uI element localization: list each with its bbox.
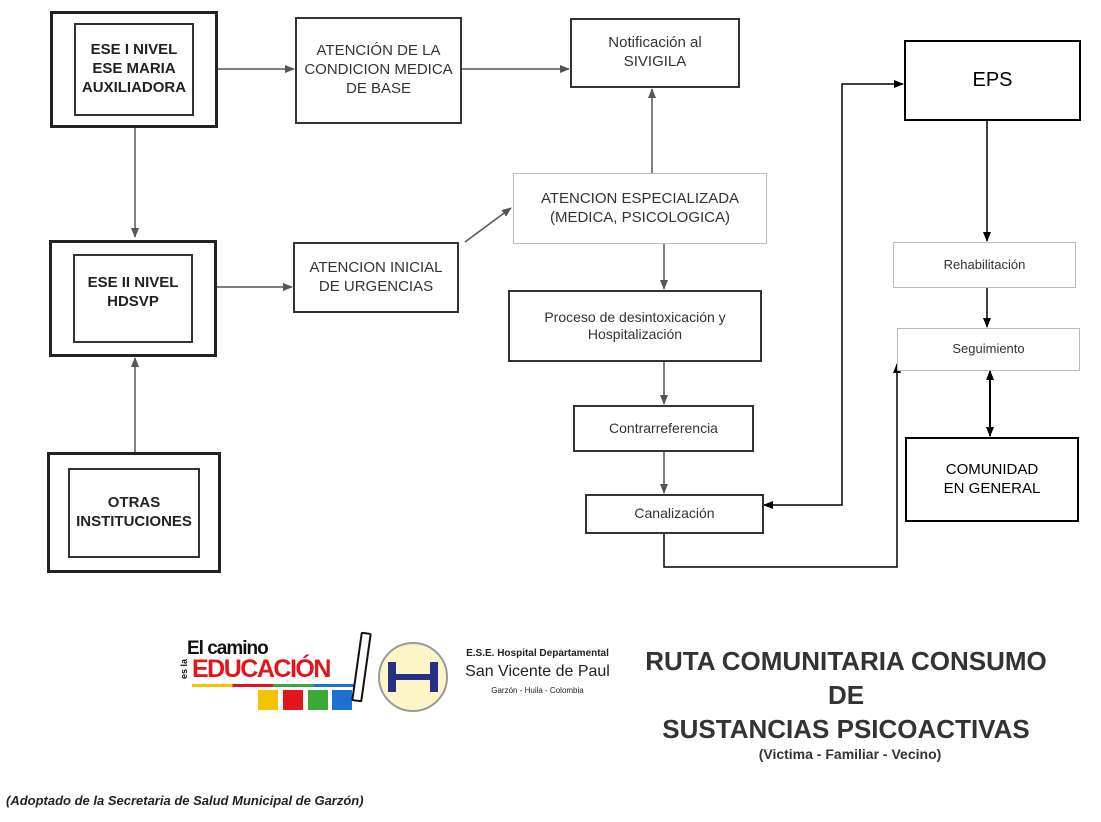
node-otras-instituciones: OTRAS INSTITUCIONES bbox=[68, 467, 200, 558]
house-icon bbox=[332, 690, 352, 710]
node-ese1: ESE I NIVEL ESE MARIA AUXILIADORA bbox=[74, 23, 194, 116]
hospital-line3: Garzón - Huila - Colombia bbox=[491, 686, 584, 695]
node-atencion-inicial: ATENCION INICIAL DE URGENCIAS bbox=[293, 242, 459, 313]
node-ese2-outer: ESE II NIVEL HDSVP bbox=[49, 240, 217, 357]
arrow-canalizacion-seguimiento bbox=[663, 363, 901, 568]
source-note: (Adoptado de la Secretaria de Salud Muni… bbox=[6, 793, 364, 808]
node-contrarreferencia: Contrarreferencia bbox=[573, 405, 754, 452]
family-icon bbox=[258, 690, 278, 710]
node-atencion-especializada: ATENCION ESPECIALIZADA (MEDICA, PSICOLOG… bbox=[513, 173, 767, 244]
arrow-inicial-especializada bbox=[464, 207, 512, 243]
node-ese1-outer: ESE I NIVEL ESE MARIA AUXILIADORA bbox=[50, 11, 218, 128]
diagram-title: RUTA COMUNITARIA CONSUMO DE SUSTANCIAS P… bbox=[645, 646, 1047, 744]
node-canalizacion: Canalización bbox=[585, 494, 764, 534]
node-rehabilitacion: Rehabilitación bbox=[893, 242, 1076, 288]
diagram-subtitle: (Victima - Familiar - Vecino) bbox=[758, 746, 942, 762]
hospital-h-icon bbox=[388, 662, 438, 692]
logo-color-stripe bbox=[192, 684, 354, 687]
logo-text-camino: El camino bbox=[187, 638, 269, 659]
tractor-icon bbox=[308, 690, 328, 710]
pencil-icon bbox=[351, 631, 372, 703]
node-otras-outer: OTRAS INSTITUCIONES bbox=[47, 452, 221, 573]
arrow-canalizacion-eps bbox=[763, 80, 904, 509]
node-seguimiento: Seguimiento bbox=[897, 328, 1080, 371]
logo-hospital-seal bbox=[378, 642, 448, 712]
logo-text-educacion: EDUCACIÓN bbox=[192, 655, 331, 683]
hospital-line1: E.S.E. Hospital Departamental bbox=[466, 648, 609, 659]
node-condicion-medica: ATENCIÓN DE LA CONDICION MEDICA DE BASE bbox=[295, 17, 462, 124]
logo-hospital-text: E.S.E. Hospital Departamental San Vicent… bbox=[450, 648, 625, 695]
node-notificacion-sivigila: Notificación al SIVIGILA bbox=[570, 18, 740, 88]
node-ese2: ESE II NIVEL HDSVP bbox=[73, 254, 193, 343]
logo-camino-educacion: El camino es la EDUCACIÓN bbox=[179, 631, 372, 718]
node-proceso-desintoxicacion: Proceso de desintoxicación y Hospitaliza… bbox=[508, 290, 762, 362]
logo-text-esla: es la bbox=[179, 658, 190, 680]
node-comunidad-general: COMUNIDAD EN GENERAL bbox=[905, 437, 1079, 522]
hospital-line2: San Vicente de Paul bbox=[465, 663, 610, 680]
heart-icon bbox=[283, 690, 303, 710]
node-eps: EPS bbox=[904, 40, 1081, 121]
